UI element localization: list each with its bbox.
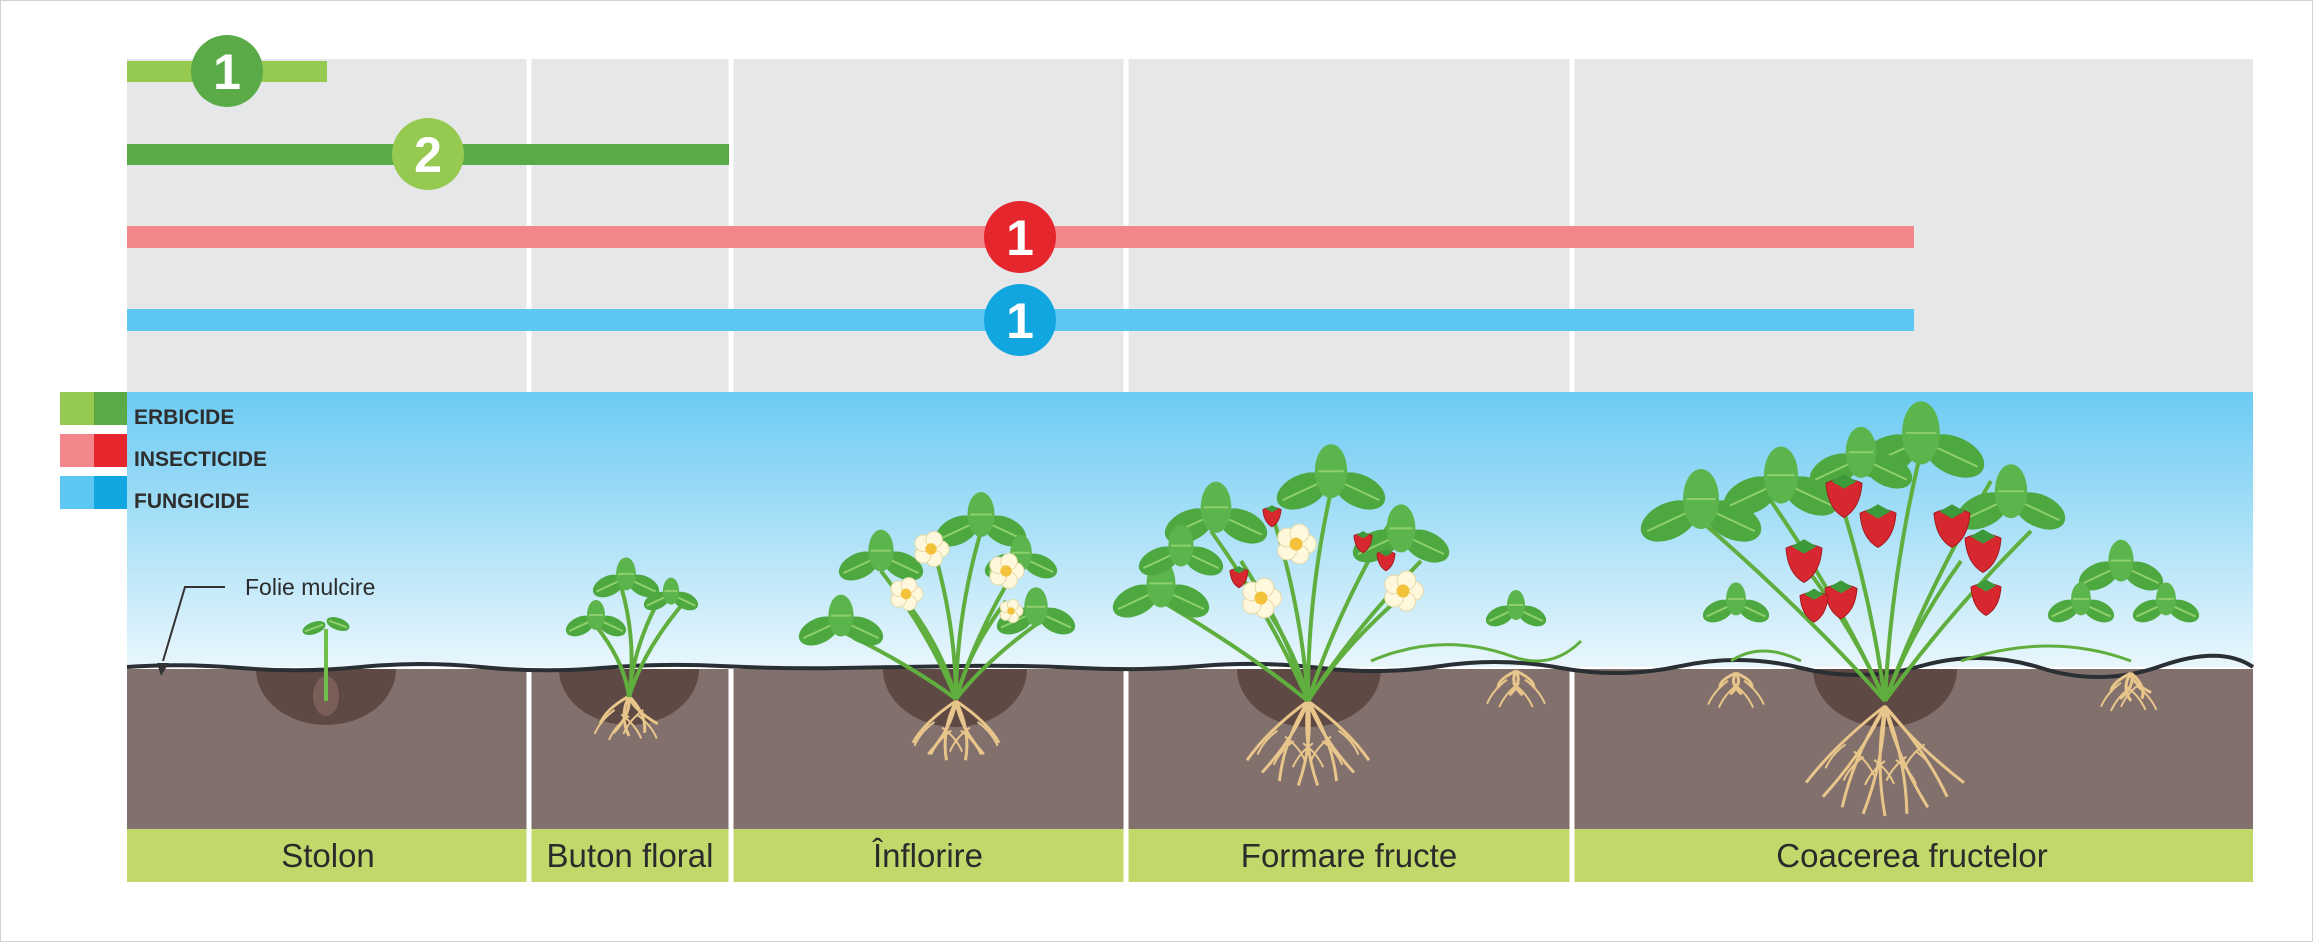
stage-label-fruit-formation: Formare fructe <box>1241 837 1457 874</box>
insecticide-number-1: 1 <box>1006 210 1034 266</box>
herbicide-number-2: 2 <box>414 127 442 183</box>
stage-label-stolon: Stolon <box>281 837 375 874</box>
legend-label-insecticide: INSECTICIDE <box>134 448 267 471</box>
legend-label-fungicide: FUNGICIDE <box>134 490 250 513</box>
stage-label-flower-bud: Buton floral <box>547 837 714 874</box>
stage-label-fruit-ripening: Coacerea fructelor <box>1776 837 2047 874</box>
stage-label-flowering: Înflorire <box>872 837 983 874</box>
herbicide-number-1: 1 <box>213 44 241 100</box>
treatment-chart-background <box>127 59 2253 392</box>
fungicide-number-1: 1 <box>1006 293 1034 349</box>
legend-label-herbicide: ERBICIDE <box>134 406 234 429</box>
mulch-label: Folie mulcire <box>245 574 375 600</box>
